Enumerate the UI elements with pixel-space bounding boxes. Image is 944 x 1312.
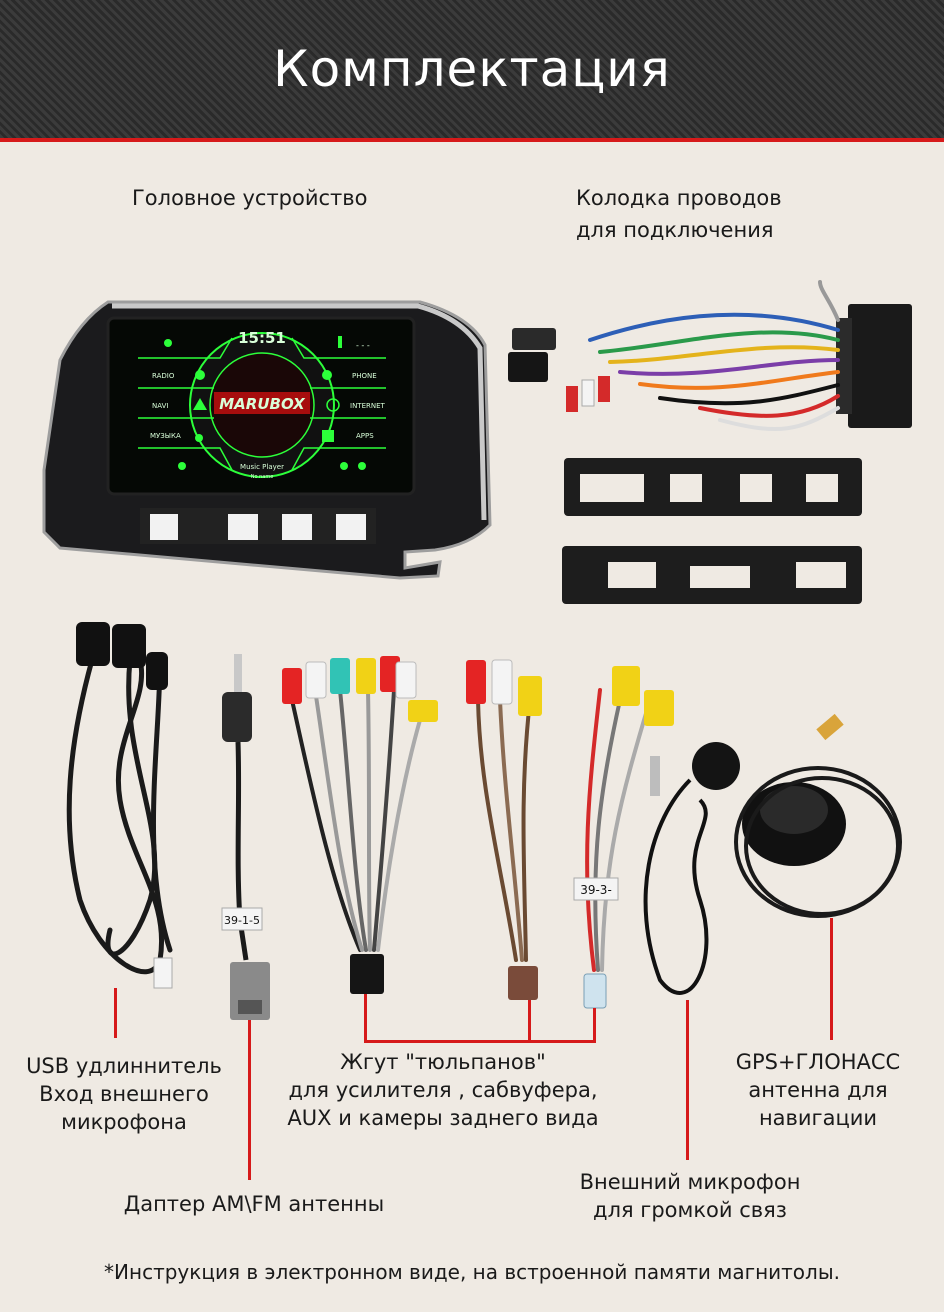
microphone-head [692,742,740,790]
footnote: *Инструкция в электронном виде, на встро… [104,1260,840,1284]
rca-label: Жгут "тюльпанов" для усилителя , сабвуфе… [287,1050,599,1130]
gps-sma-connector [816,713,844,741]
gps-label: GPS+ГЛОНАСС антенна для навигации [735,1050,901,1130]
radio-icon [195,370,205,380]
screen-player-sub: No name [251,474,274,480]
usb-pointer-line [114,988,117,1038]
mic-label: Внешний микрофон для громкой связ [579,1170,801,1222]
screen-left-0: RADIO [152,372,175,380]
antenna-pointer-line [248,1020,251,1180]
rca-pointer-mid [528,1000,531,1042]
rca-pointer-bar [364,1040,596,1043]
screen-right-0: PHONE [352,372,377,380]
screen-left-2: МУЗЫКА [150,432,181,440]
screen-right-1: INTERNET [350,402,386,410]
mic-pointer-line [686,1000,689,1160]
usb-plug-1 [76,622,110,666]
page-header: Комплектация [0,0,944,142]
rca-pointer-left [364,994,367,1042]
phone-icon [322,370,332,380]
screen-temp: - - - [356,341,370,350]
screen-time: 15:51 [238,329,286,347]
cable-tag-right: 39-3- [580,883,612,897]
navigation-icon [193,398,207,410]
music-icon [195,434,203,442]
rca-connector-brown [508,966,538,1000]
brightness-icon [340,462,348,470]
rca-pointer-right [593,1008,596,1042]
head-unit-label: Головное устройство [132,186,368,210]
usb-plug-2 [112,624,146,668]
mic-jack [146,652,168,690]
mount-bracket-top [564,458,862,516]
screen-left-1: NAVI [152,402,168,410]
gps-pointer-line [830,918,833,1040]
usb-label: USB удлиннитель Вход внешнего микрофона [26,1054,222,1134]
screen-right-2: APPS [356,432,374,440]
antenna-pin [234,654,242,694]
apps-icon [322,430,334,442]
harness-label: Колодка проводов для подключения [576,186,782,242]
page-title: Комплектация [273,40,671,98]
screen-player-title: Music Player [240,463,284,471]
mic-plug [650,756,660,796]
rca-connector-black [350,954,384,994]
rca-connector-white [583,973,607,1009]
thermometer-icon [338,336,342,348]
mount-bracket-bottom [562,546,862,604]
wifi-icon [164,339,172,347]
antenna-adapter-label: Даптер AM\FM антенны [123,1192,385,1216]
microphone-icon [178,462,186,470]
gear-icon [358,462,366,470]
usb-connector [512,328,556,350]
cable-tag-left: 39-1-5 [224,914,260,927]
globe-icon [326,398,340,412]
screen-brand: MARUBOX [219,395,306,413]
